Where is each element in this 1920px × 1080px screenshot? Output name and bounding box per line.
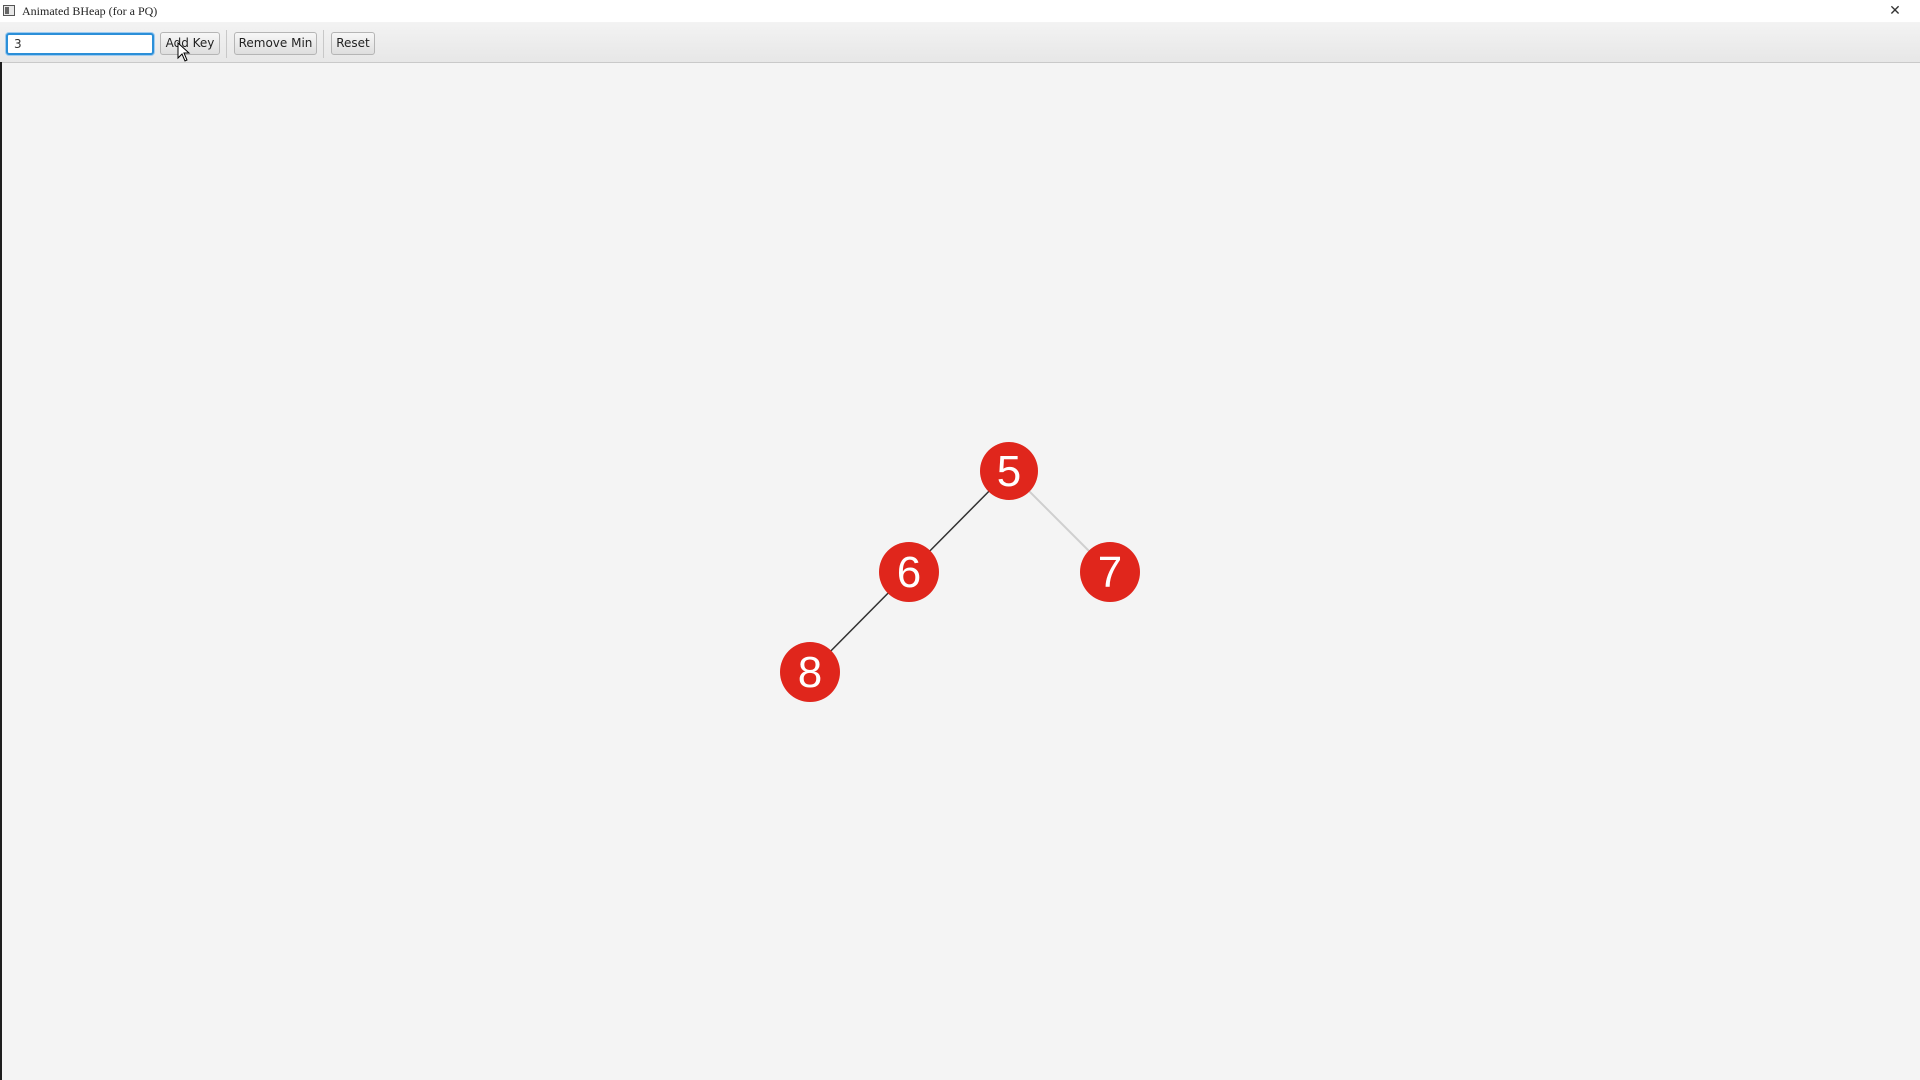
mouse-cursor-icon [177,42,191,62]
reset-button[interactable]: Reset [331,32,375,55]
window-title: Animated BHeap (for a PQ) [22,4,158,18]
heap-node: 6 [879,542,939,602]
app-icon [3,5,15,16]
title-bar: Animated BHeap (for a PQ) ✕ [0,0,1920,22]
node-key: 8 [798,648,822,697]
node-key: 7 [1098,548,1122,597]
node-circle [980,442,1038,500]
node-circle [879,542,939,602]
heap-node: 8 [780,642,840,702]
heap-node: 7 [1080,542,1140,602]
node-circle [780,642,840,702]
toolbar-divider [323,30,324,58]
heap-node: 5 [980,442,1038,500]
node-key: 6 [897,548,921,597]
remove-min-button[interactable]: Remove Min [234,32,317,55]
toolbar-divider [226,30,227,58]
key-input[interactable] [6,33,154,55]
toolbar [0,22,1920,63]
add-key-button[interactable]: Add Key [160,32,220,55]
node-circle [1080,542,1140,602]
close-button[interactable]: ✕ [1889,3,1901,19]
node-key: 5 [997,447,1021,496]
window-left-edge [0,62,2,1080]
